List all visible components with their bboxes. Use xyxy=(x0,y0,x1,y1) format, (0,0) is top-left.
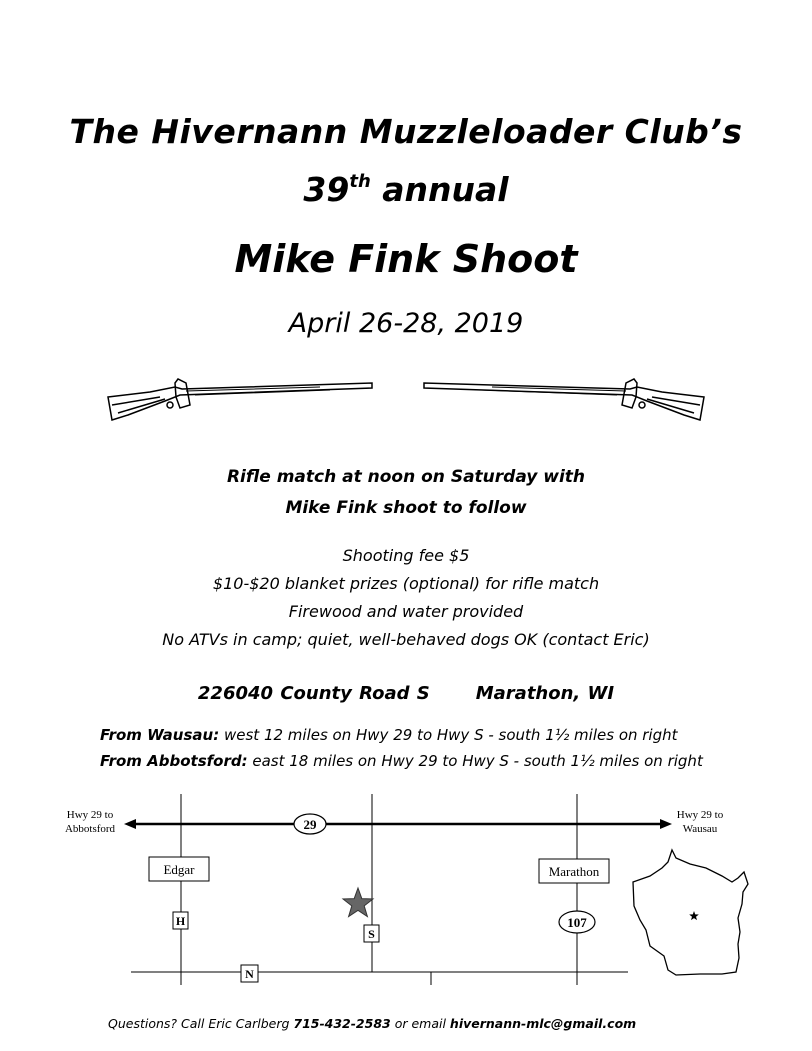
footer-middle: or email xyxy=(390,1016,450,1031)
event-name: Mike Fink Shoot xyxy=(234,237,578,281)
hwy-n-shield-icon xyxy=(240,964,259,983)
event-dates: April 26-28, 2019 xyxy=(288,308,524,339)
directions-abbotsford: From Abbotsford: east 18 miles on Hwy 29… xyxy=(100,752,703,770)
schedule-line-2: Mike Fink shoot to follow xyxy=(285,498,527,518)
wisconsin-map-icon xyxy=(632,848,749,976)
info-firewood: Firewood and water provided xyxy=(288,602,524,621)
right-label-1: Hwy 29 to xyxy=(677,809,724,821)
hwy29-shield-icon xyxy=(293,813,327,835)
info-blanket-prizes: $10-$20 blanket prizes (optional) for ri… xyxy=(212,574,600,593)
hwy-107-shield-icon xyxy=(558,910,596,934)
left-label-1: Hwy 29 to xyxy=(67,809,114,821)
hwy-h-shield-icon xyxy=(172,911,189,930)
direction-text: west 12 miles on Hwy 29 to Hwy S - south… xyxy=(219,726,678,744)
direction-from: From Wausau: xyxy=(100,726,220,744)
location-star-icon xyxy=(341,886,375,918)
hwy-n-label: N xyxy=(245,967,254,981)
right-rifle-icon xyxy=(423,378,705,421)
directions-map: 29 Hwy 29 to Abbotsford Hwy 29 to Wausau… xyxy=(65,794,749,985)
info-shooting-fee: Shooting fee $5 xyxy=(342,546,470,565)
left-rifle-icon xyxy=(107,378,373,421)
hwy-h-label: H xyxy=(176,914,186,928)
email-address: hivernann-mlc@gmail.com xyxy=(449,1016,637,1031)
hwy-107-label: 107 xyxy=(567,915,587,930)
city: Marathon, WI xyxy=(475,683,615,704)
schedule-line-1: Rifle match at noon on Saturday with xyxy=(226,467,586,487)
address: 226040 County Road S Marathon, WI xyxy=(0,683,812,704)
directions-wausau: From Wausau: west 12 miles on Hwy 29 to … xyxy=(100,726,678,744)
wisconsin-location-star-icon xyxy=(689,911,699,921)
page-title: The Hivernann Muzzleloader Club’s xyxy=(69,112,743,151)
right-label-2: Wausau xyxy=(683,823,718,835)
ordinal-number: 39 xyxy=(303,170,350,209)
arrow-left-icon xyxy=(124,819,136,829)
anniversary-line: 39th annual xyxy=(0,170,812,209)
left-label-2: Abbotsford xyxy=(65,823,116,835)
direction-text: east 18 miles on Hwy 29 to Hwy S - south… xyxy=(247,752,703,770)
edgar-label: Edgar xyxy=(163,862,195,877)
hwy-s-label: S xyxy=(368,927,375,941)
annual-label: annual xyxy=(370,170,509,209)
marathon-label: Marathon xyxy=(549,864,600,879)
info-camp-rules: No ATVs in camp; quiet, well-behaved dog… xyxy=(162,630,650,649)
arrow-right-icon xyxy=(660,819,672,829)
street-address: 226040 County Road S xyxy=(197,683,430,704)
contact-footer: Questions? Call Eric Carlberg 715-432-25… xyxy=(108,1016,636,1031)
direction-from: From Abbotsford: xyxy=(100,752,248,770)
rifles-illustration xyxy=(107,378,705,421)
ordinal-suffix: th xyxy=(349,171,371,192)
hwy-s-shield-icon xyxy=(363,924,380,943)
phone-number: 715-432-2583 xyxy=(293,1016,391,1031)
marathon-box xyxy=(538,858,610,884)
edgar-box xyxy=(148,856,210,882)
footer-prefix: Questions? Call Eric Carlberg xyxy=(108,1016,294,1031)
hwy29-label: 29 xyxy=(304,817,318,832)
